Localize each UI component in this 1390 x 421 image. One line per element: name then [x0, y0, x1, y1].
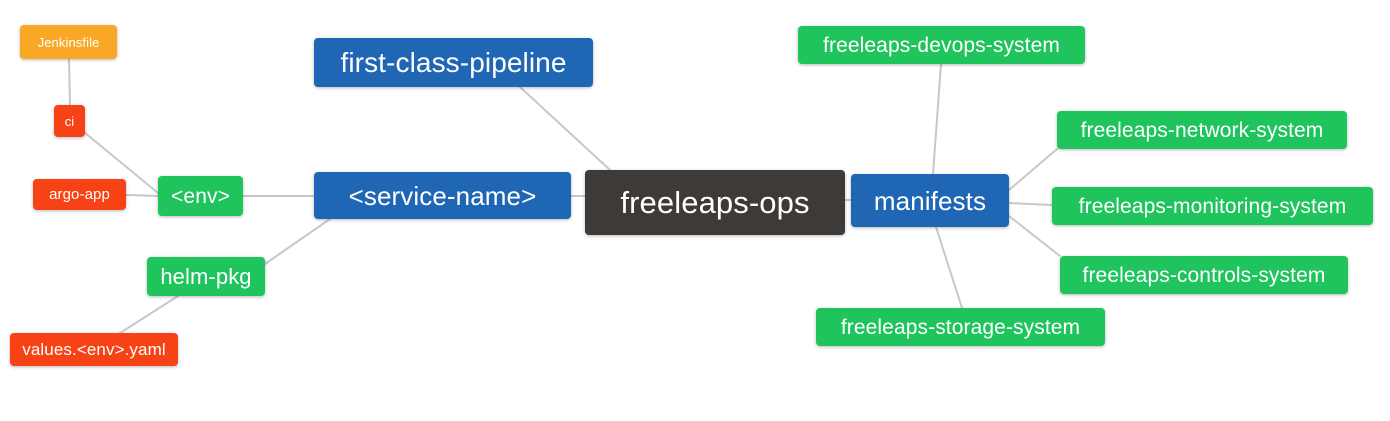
- node-label-freeleaps-network-system: freeleaps-network-system: [1080, 118, 1324, 142]
- edge-argo-app-to-env: [125, 194, 159, 197]
- edge-manifests-to-freeleaps-monitoring-system: [1008, 202, 1053, 206]
- node-label-manifests: manifests: [873, 185, 987, 216]
- edge-manifests-to-freeleaps-network-system: [1008, 148, 1058, 191]
- node-label-service-name: <service-name>: [348, 180, 537, 211]
- node-label-values-env-yaml: values.<env>.yaml: [22, 340, 166, 359]
- node-first-class-pipeline[interactable]: first-class-pipeline: [314, 38, 593, 87]
- node-ci[interactable]: ci: [54, 105, 85, 137]
- node-manifests[interactable]: manifests: [851, 174, 1009, 227]
- node-freeleaps-ops[interactable]: freeleaps-ops: [585, 170, 845, 235]
- node-env[interactable]: <env>: [158, 176, 243, 216]
- node-label-freeleaps-storage-system: freeleaps-storage-system: [840, 315, 1081, 339]
- node-argo-app[interactable]: argo-app: [33, 179, 126, 210]
- edge-values-env-yaml-to-helm-pkg: [119, 295, 179, 334]
- node-label-freeleaps-controls-system: freeleaps-controls-system: [1082, 263, 1326, 287]
- node-label-env: <env>: [171, 184, 230, 208]
- edge-helm-pkg-to-service-name: [264, 218, 331, 265]
- node-freeleaps-monitoring-system[interactable]: freeleaps-monitoring-system: [1052, 187, 1373, 225]
- edge-manifests-to-freeleaps-devops-system: [932, 63, 942, 175]
- node-label-ci: ci: [64, 113, 75, 129]
- node-service-name[interactable]: <service-name>: [314, 172, 571, 219]
- node-label-freeleaps-devops-system: freeleaps-devops-system: [823, 33, 1060, 57]
- edge-manifests-to-freeleaps-storage-system: [935, 226, 963, 309]
- node-label-freeleaps-monitoring-system: freeleaps-monitoring-system: [1078, 194, 1347, 218]
- node-label-freeleaps-ops: freeleaps-ops: [620, 185, 810, 220]
- node-label-jenkinsfile: Jenkinsfile: [37, 34, 100, 50]
- node-label-first-class-pipeline: first-class-pipeline: [340, 46, 567, 78]
- node-freeleaps-network-system[interactable]: freeleaps-network-system: [1057, 111, 1347, 149]
- edge-first-class-pipeline-to-freeleaps-ops: [519, 86, 611, 171]
- node-values-env-yaml[interactable]: values.<env>.yaml: [10, 333, 178, 366]
- node-label-helm-pkg: helm-pkg: [160, 263, 252, 289]
- node-jenkinsfile[interactable]: Jenkinsfile: [20, 25, 117, 59]
- edge-jenkinsfile-to-ci: [68, 58, 71, 106]
- node-label-argo-app: argo-app: [49, 186, 110, 203]
- node-freeleaps-storage-system[interactable]: freeleaps-storage-system: [816, 308, 1105, 346]
- node-helm-pkg[interactable]: helm-pkg: [147, 257, 265, 296]
- node-freeleaps-devops-system[interactable]: freeleaps-devops-system: [798, 26, 1085, 64]
- node-freeleaps-controls-system[interactable]: freeleaps-controls-system: [1060, 256, 1348, 294]
